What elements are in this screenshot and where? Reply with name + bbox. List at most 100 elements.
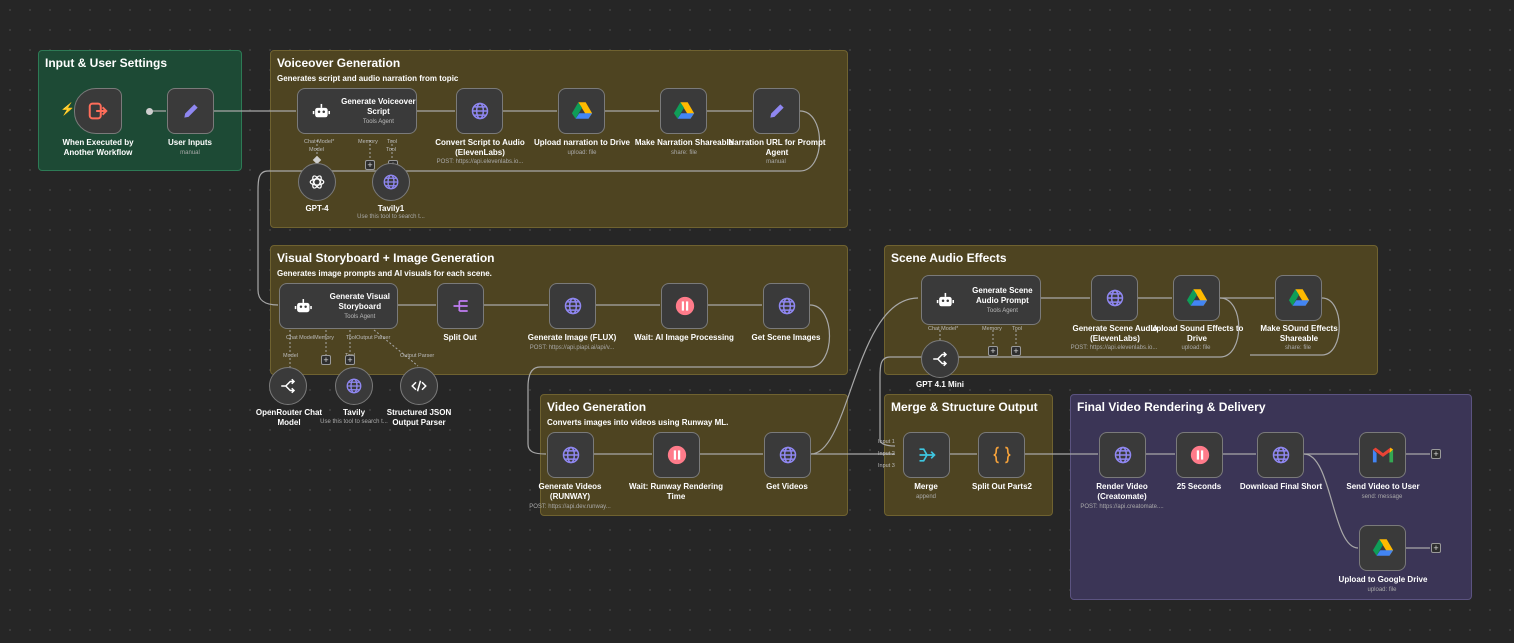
node-label: Download Final Short xyxy=(1239,482,1323,491)
merge-node[interactable] xyxy=(903,432,950,478)
code-icon xyxy=(411,380,427,392)
node-sub: manual xyxy=(766,159,786,165)
json-parser-node[interactable] xyxy=(400,367,438,405)
add-next-node-button[interactable]: + xyxy=(1431,543,1441,553)
add-tool-button[interactable]: + xyxy=(345,355,355,365)
upload-sfx-node[interactable] xyxy=(1173,275,1220,321)
node-label: Convert Script to Audio (ElevenLabs) xyxy=(435,138,525,157)
node-label: GPT 4.1 Mini xyxy=(915,380,964,389)
node-label: Generate Visual Storyboard xyxy=(329,292,390,311)
globe-icon xyxy=(1106,289,1123,307)
openrouter-icon xyxy=(933,351,948,367)
globe-icon xyxy=(562,446,579,464)
google-drive-icon xyxy=(1372,539,1393,556)
split-parts-node[interactable] xyxy=(978,432,1025,478)
convert-script-node[interactable] xyxy=(456,88,503,134)
node-label: Tavily xyxy=(342,408,366,417)
split-out-node[interactable] xyxy=(437,283,484,329)
node-label: Wait: Runway Rendering Time xyxy=(629,482,723,501)
node-sub: Tools Agent xyxy=(362,119,394,125)
node-label: Wait: AI Image Processing xyxy=(634,333,734,342)
upload-gdrive-node[interactable] xyxy=(1359,525,1406,571)
node-sub: Tools Agent xyxy=(344,314,376,320)
google-drive-icon xyxy=(673,102,694,119)
google-drive-icon xyxy=(1186,289,1207,306)
node-sub: share: file xyxy=(670,150,697,156)
narration-url-node[interactable] xyxy=(753,88,800,134)
gen-image-node[interactable] xyxy=(549,283,596,329)
group-title: Merge & Structure Output xyxy=(891,400,1038,414)
group-title: Scene Audio Effects xyxy=(891,251,1007,265)
globe-icon xyxy=(1272,446,1289,464)
add-memory-button[interactable]: + xyxy=(988,346,998,356)
node-label: Generate Scene Audio (ElevenLabs) xyxy=(1072,324,1158,343)
node-sub: share: file xyxy=(1284,345,1311,351)
group-title: Final Video Rendering & Delivery xyxy=(1077,400,1266,414)
user-inputs-node[interactable] xyxy=(167,88,214,134)
gen-storyboard-node[interactable]: Generate Visual Storyboard Tools Agent xyxy=(279,283,398,329)
tavily1-node[interactable] xyxy=(372,163,410,201)
upload-narration-node[interactable] xyxy=(558,88,605,134)
make-sfx-shareable-node[interactable] xyxy=(1275,275,1322,321)
node-label: Get Scene Images xyxy=(751,333,821,342)
gmail-icon xyxy=(1372,447,1393,463)
wait-image-node[interactable] xyxy=(661,283,708,329)
trigger-bolt-icon: ⚡ xyxy=(60,102,75,116)
pencil-icon xyxy=(769,104,784,118)
node-sub: Use this tool to search t... xyxy=(357,214,425,220)
globe-icon xyxy=(778,297,795,315)
robot-icon xyxy=(936,292,955,307)
get-scene-images-node[interactable] xyxy=(763,283,810,329)
node-label: 25 Seconds xyxy=(1176,482,1222,491)
download-short-node[interactable] xyxy=(1257,432,1304,478)
node-label: OpenRouter Chat Model xyxy=(255,408,323,427)
split-icon xyxy=(453,300,468,312)
gpt41mini-node[interactable] xyxy=(921,340,959,378)
tavily-node[interactable] xyxy=(335,367,373,405)
globe-icon xyxy=(564,297,581,315)
node-sub: Tools Agent xyxy=(986,308,1018,314)
add-memory-button[interactable]: + xyxy=(365,160,375,170)
port-label: Memory xyxy=(982,326,1002,332)
node-label: Make SOund Effects Shareable xyxy=(1260,324,1338,343)
node-sub: upload: file xyxy=(567,150,597,156)
wait-25-node[interactable] xyxy=(1176,432,1223,478)
globe-icon xyxy=(1114,446,1131,464)
robot-icon xyxy=(294,299,312,313)
port-label: Model xyxy=(283,353,298,359)
node-sub: POST: https://api.piapi.ai/api/v... xyxy=(529,345,615,351)
add-memory-button[interactable]: + xyxy=(321,355,331,365)
make-shareable-node[interactable] xyxy=(660,88,707,134)
pause-icon xyxy=(675,296,694,316)
group-voiceover: Voiceover Generation Generates script an… xyxy=(270,50,848,228)
gen-videos-node[interactable] xyxy=(547,432,594,478)
node-label: Get Videos xyxy=(766,482,808,491)
trigger-node[interactable] xyxy=(74,88,122,134)
node-label: Split Out xyxy=(443,333,477,342)
group-subtitle: Converts images into videos using Runway… xyxy=(547,418,729,427)
gen-scene-audio-prompt-node[interactable]: Generate Scene Audio Prompt Tools Agent xyxy=(921,275,1041,325)
get-videos-node[interactable] xyxy=(764,432,811,478)
merge-input-label: Input 1 xyxy=(878,439,895,445)
node-label: Upload narration to Drive xyxy=(533,138,630,147)
group-subtitle: Generates script and audio narration fro… xyxy=(277,74,459,83)
render-video-node[interactable] xyxy=(1099,432,1146,478)
openrouter-node[interactable] xyxy=(269,367,307,405)
add-tool-button[interactable]: + xyxy=(1011,346,1021,356)
wait-runway-node[interactable] xyxy=(653,432,700,478)
port-label: Memory xyxy=(358,139,378,145)
gen-voiceover-node[interactable]: Generate Voiceover Script Tools Agent xyxy=(297,88,417,134)
group-title: Video Generation xyxy=(547,400,647,414)
gpt4-node[interactable] xyxy=(298,163,336,201)
output-port[interactable] xyxy=(146,108,153,115)
node-label: Generate Voiceover Script xyxy=(341,97,416,116)
node-sub: POST: https://api.creatomate.... xyxy=(1080,504,1164,510)
google-drive-icon xyxy=(1288,289,1309,306)
group-title: Voiceover Generation xyxy=(277,56,401,70)
braces-icon xyxy=(993,446,1010,464)
gen-scene-audio-node[interactable] xyxy=(1091,275,1138,321)
add-next-node-button[interactable]: + xyxy=(1431,449,1441,459)
send-video-node[interactable] xyxy=(1359,432,1406,478)
merge-input-label: Input 2 xyxy=(878,451,895,457)
port-label: Tool xyxy=(387,139,398,145)
